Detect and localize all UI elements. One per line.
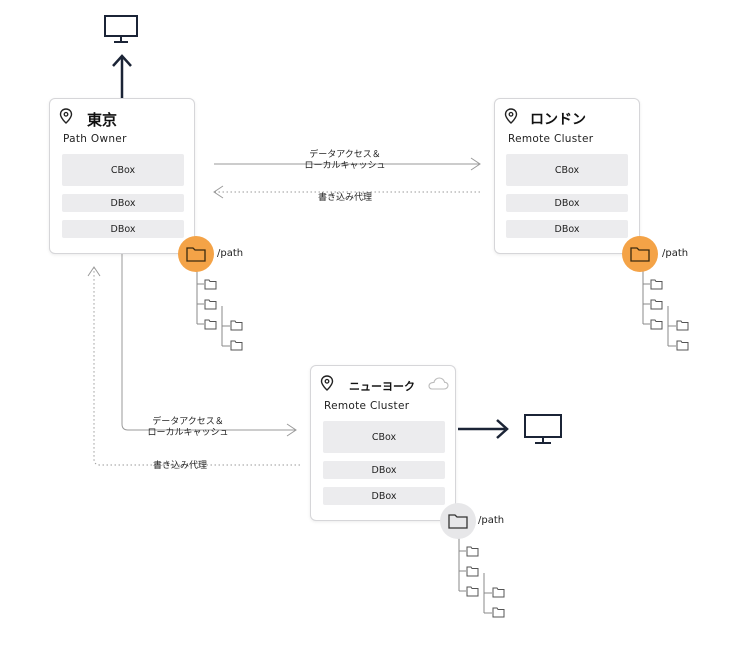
folder-icon [448, 514, 468, 529]
newyork-title: ニューヨーク [349, 380, 415, 393]
dbox: DBox [323, 487, 445, 505]
location-pin-icon [320, 375, 334, 391]
cbox: CBox [62, 154, 184, 186]
folder-icon[interactable] [230, 340, 243, 351]
folder-icon[interactable] [492, 607, 505, 618]
folder-icon[interactable] [466, 566, 479, 577]
london-tokyo-write-label: 書き込み代理 [317, 193, 372, 203]
dbox: DBox [62, 220, 184, 238]
tokyo-path-label: /path [217, 248, 244, 259]
london-tokyo-write-head [213, 185, 224, 199]
tokyo-london-access-head [470, 157, 481, 171]
folder-icon[interactable] [466, 546, 479, 557]
tokyo-up-arrow-head [112, 54, 132, 67]
london-root-folder[interactable] [622, 236, 658, 272]
folder-icon[interactable] [650, 319, 663, 330]
dbox: DBox [323, 461, 445, 479]
london-subtitle: Remote Cluster [508, 133, 594, 145]
newyork-cluster-card: ニューヨーク Remote Cluster CBox DBox DBox [310, 365, 456, 521]
newyork-right-arrow-head [496, 419, 509, 439]
newyork-tokyo-write-label: 書き込み代理 [152, 461, 207, 471]
cbox: CBox [506, 154, 628, 186]
folder-icon[interactable] [650, 299, 663, 310]
tokyo-cluster-card: 東京 Path Owner CBox DBox DBox [49, 98, 195, 254]
folder-icon[interactable] [492, 587, 505, 598]
dbox: DBox [506, 220, 628, 238]
folder-icon[interactable] [650, 279, 663, 290]
dbox: DBox [62, 194, 184, 212]
tokyo-title: 東京 [87, 111, 118, 129]
location-pin-icon [504, 108, 518, 124]
london-title: ロンドン [530, 112, 586, 128]
cbox: CBox [323, 421, 445, 453]
folder-icon[interactable] [676, 320, 689, 331]
folder-icon[interactable] [204, 279, 217, 290]
location-pin-icon [59, 108, 73, 124]
folder-icon [186, 247, 206, 262]
newyork-root-folder[interactable] [440, 503, 476, 539]
tokyo-subtitle: Path Owner [63, 133, 127, 145]
folder-icon[interactable] [676, 340, 689, 351]
newyork-path-label: /path [478, 515, 505, 526]
tokyo-newyork-access-line [121, 254, 296, 431]
tokyo-newyork-access-head [286, 423, 297, 437]
monitor-icon [104, 15, 138, 43]
london-folder-tree [642, 266, 676, 347]
newyork-folder-tree [458, 533, 492, 614]
tokyo-root-folder[interactable] [178, 236, 214, 272]
folder-icon[interactable] [466, 586, 479, 597]
monitor-icon [524, 414, 562, 444]
london-cluster-card: ロンドン Remote Cluster CBox DBox DBox [494, 98, 640, 254]
folder-icon[interactable] [204, 299, 217, 310]
dbox: DBox [506, 194, 628, 212]
folder-icon[interactable] [204, 319, 217, 330]
newyork-subtitle: Remote Cluster [324, 400, 410, 412]
folder-icon[interactable] [230, 320, 243, 331]
folder-icon [630, 247, 650, 262]
newyork-tokyo-write-line [93, 268, 300, 466]
tokyo-london-access-label: データアクセス＆ ローカルキャッシュ [304, 150, 386, 171]
cloud-icon [428, 377, 449, 390]
london-path-label: /path [662, 248, 689, 259]
newyork-tokyo-write-head [87, 266, 101, 277]
tokyo-folder-tree [196, 266, 230, 347]
tokyo-newyork-access-label: データアクセス＆ ローカルキャッシュ [147, 417, 229, 438]
